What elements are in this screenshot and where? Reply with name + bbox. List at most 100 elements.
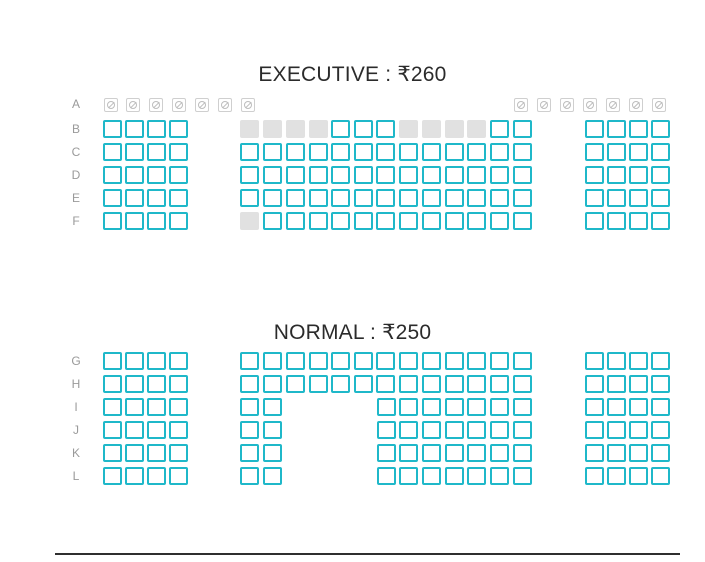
seat-b-21[interactable]	[651, 120, 670, 138]
seat-l-9[interactable]	[422, 467, 441, 485]
seat-g-4[interactable]	[169, 352, 188, 370]
seat-c-13[interactable]	[422, 143, 441, 161]
seat-k-13[interactable]	[513, 444, 532, 462]
seat-d-1[interactable]	[103, 166, 122, 184]
seat-j-8[interactable]	[399, 421, 418, 439]
seat-h-12[interactable]	[399, 375, 418, 393]
seat-c-10[interactable]	[354, 143, 373, 161]
seat-e-13[interactable]	[422, 189, 441, 207]
seat-g-10[interactable]	[354, 352, 373, 370]
seat-j-15[interactable]	[607, 421, 626, 439]
seat-c-15[interactable]	[467, 143, 486, 161]
seat-i-17[interactable]	[651, 398, 670, 416]
seat-f-7[interactable]	[286, 212, 305, 230]
seat-h-2[interactable]	[125, 375, 144, 393]
seat-l-16[interactable]	[629, 467, 648, 485]
seat-h-11[interactable]	[376, 375, 395, 393]
seat-e-12[interactable]	[399, 189, 418, 207]
seat-f-9[interactable]	[331, 212, 350, 230]
seat-g-18[interactable]	[585, 352, 604, 370]
seat-e-9[interactable]	[331, 189, 350, 207]
seat-d-6[interactable]	[263, 166, 282, 184]
seat-l-12[interactable]	[490, 467, 509, 485]
seat-c-1[interactable]	[103, 143, 122, 161]
seat-e-15[interactable]	[467, 189, 486, 207]
seat-d-12[interactable]	[399, 166, 418, 184]
seat-e-1[interactable]	[103, 189, 122, 207]
seat-k-17[interactable]	[651, 444, 670, 462]
seat-f-4[interactable]	[169, 212, 188, 230]
seat-h-7[interactable]	[286, 375, 305, 393]
seat-d-2[interactable]	[125, 166, 144, 184]
seat-c-12[interactable]	[399, 143, 418, 161]
seat-g-14[interactable]	[445, 352, 464, 370]
seat-c-4[interactable]	[169, 143, 188, 161]
seat-l-13[interactable]	[513, 467, 532, 485]
seat-d-11[interactable]	[376, 166, 395, 184]
seat-j-2[interactable]	[125, 421, 144, 439]
seat-d-13[interactable]	[422, 166, 441, 184]
seat-d-7[interactable]	[286, 166, 305, 184]
seat-c-11[interactable]	[376, 143, 395, 161]
seat-e-17[interactable]	[513, 189, 532, 207]
seat-e-10[interactable]	[354, 189, 373, 207]
seat-f-20[interactable]	[629, 212, 648, 230]
seat-b-10[interactable]	[354, 120, 373, 138]
seat-h-5[interactable]	[240, 375, 259, 393]
seat-f-13[interactable]	[422, 212, 441, 230]
seat-e-3[interactable]	[147, 189, 166, 207]
seat-f-2[interactable]	[125, 212, 144, 230]
seat-h-4[interactable]	[169, 375, 188, 393]
seat-e-18[interactable]	[585, 189, 604, 207]
seat-k-1[interactable]	[103, 444, 122, 462]
seat-e-7[interactable]	[286, 189, 305, 207]
seat-e-8[interactable]	[309, 189, 328, 207]
seat-d-4[interactable]	[169, 166, 188, 184]
seat-i-15[interactable]	[607, 398, 626, 416]
seat-i-3[interactable]	[147, 398, 166, 416]
seat-k-3[interactable]	[147, 444, 166, 462]
seat-b-9[interactable]	[331, 120, 350, 138]
seat-g-2[interactable]	[125, 352, 144, 370]
seat-b-11[interactable]	[376, 120, 395, 138]
seat-e-14[interactable]	[445, 189, 464, 207]
seat-k-11[interactable]	[467, 444, 486, 462]
seat-f-3[interactable]	[147, 212, 166, 230]
seat-b-20[interactable]	[629, 120, 648, 138]
seat-j-4[interactable]	[169, 421, 188, 439]
seat-l-5[interactable]	[240, 467, 259, 485]
seat-c-2[interactable]	[125, 143, 144, 161]
seat-h-15[interactable]	[467, 375, 486, 393]
seat-j-9[interactable]	[422, 421, 441, 439]
seat-f-16[interactable]	[490, 212, 509, 230]
seat-k-7[interactable]	[377, 444, 396, 462]
seat-d-16[interactable]	[490, 166, 509, 184]
seat-k-12[interactable]	[490, 444, 509, 462]
seat-k-6[interactable]	[263, 444, 282, 462]
seat-g-5[interactable]	[240, 352, 259, 370]
seat-g-21[interactable]	[651, 352, 670, 370]
seat-d-21[interactable]	[651, 166, 670, 184]
seat-j-12[interactable]	[490, 421, 509, 439]
seat-h-1[interactable]	[103, 375, 122, 393]
seat-i-13[interactable]	[513, 398, 532, 416]
seat-c-8[interactable]	[309, 143, 328, 161]
seat-k-15[interactable]	[607, 444, 626, 462]
seat-i-8[interactable]	[399, 398, 418, 416]
seat-d-5[interactable]	[240, 166, 259, 184]
seat-e-4[interactable]	[169, 189, 188, 207]
seat-b-18[interactable]	[585, 120, 604, 138]
seat-c-16[interactable]	[490, 143, 509, 161]
seat-k-14[interactable]	[585, 444, 604, 462]
seat-d-19[interactable]	[607, 166, 626, 184]
seat-i-7[interactable]	[377, 398, 396, 416]
seat-d-8[interactable]	[309, 166, 328, 184]
seat-k-2[interactable]	[125, 444, 144, 462]
seat-b-3[interactable]	[147, 120, 166, 138]
seat-k-16[interactable]	[629, 444, 648, 462]
seat-f-19[interactable]	[607, 212, 626, 230]
seat-f-12[interactable]	[399, 212, 418, 230]
seat-g-9[interactable]	[331, 352, 350, 370]
seat-j-7[interactable]	[377, 421, 396, 439]
seat-f-17[interactable]	[513, 212, 532, 230]
